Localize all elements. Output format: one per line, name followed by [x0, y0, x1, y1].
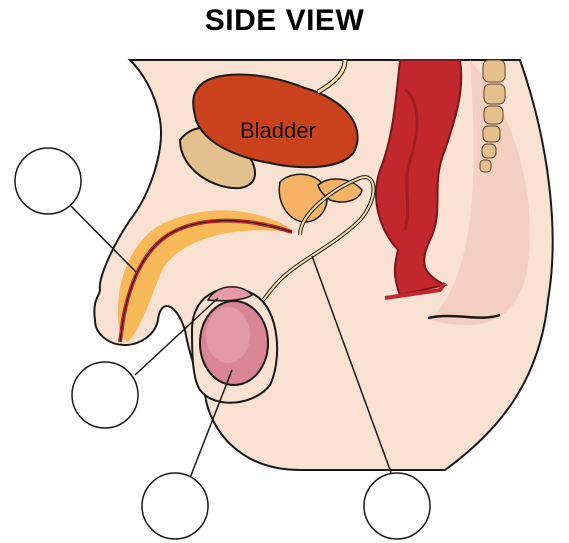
blank-label-testis[interactable]: [142, 473, 208, 539]
blank-label-penis[interactable]: [15, 148, 81, 214]
blank-label-vas-deferens[interactable]: [364, 473, 430, 539]
blank-label-epididymis[interactable]: [72, 362, 138, 428]
bladder-label: Bladder: [240, 118, 316, 143]
